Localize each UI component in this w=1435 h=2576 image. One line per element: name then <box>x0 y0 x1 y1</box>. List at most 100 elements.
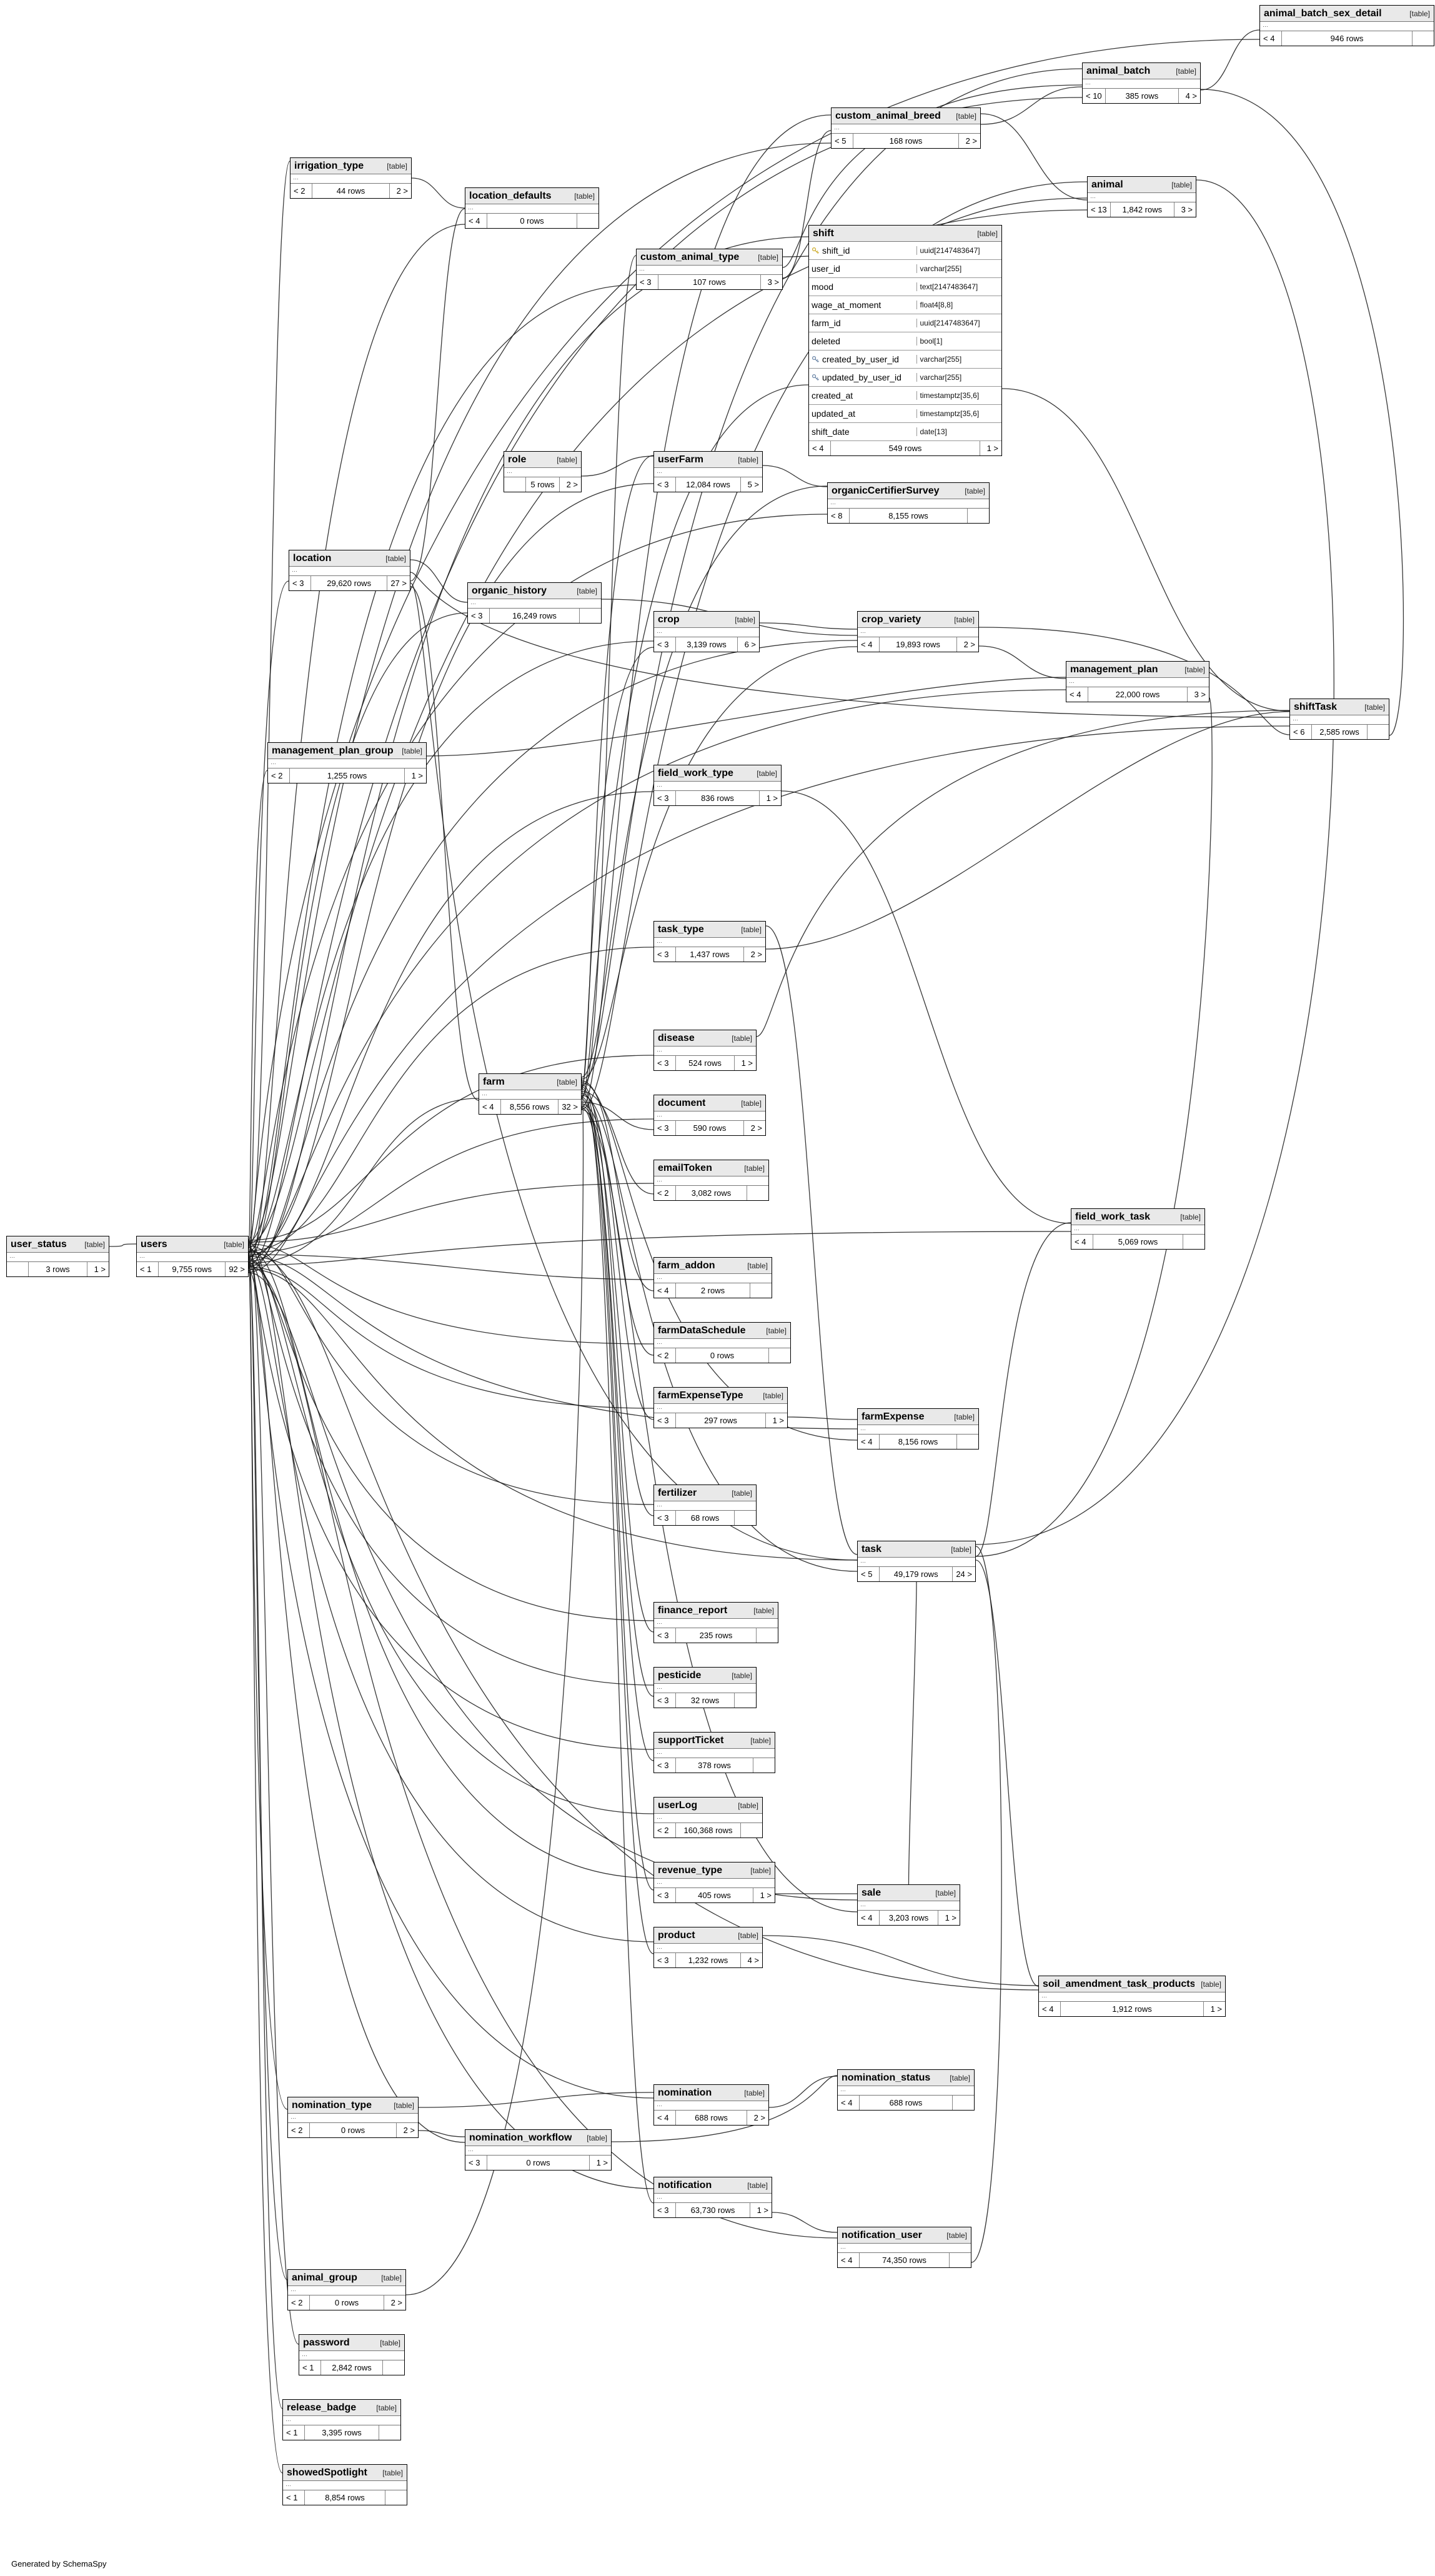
elided-columns: … <box>654 468 762 477</box>
relationship-edge-users-nomination_workflow <box>248 1263 465 2143</box>
relationship-edge-nomination_workflow-nomination_status <box>611 2075 838 2142</box>
relationship-edge-users-sale <box>248 1272 858 1901</box>
relationship-edge-task-soil_amendment_task_products <box>975 1559 1039 1987</box>
relationship-edge-users-disease <box>248 1055 654 1241</box>
fk-count: < 3 <box>654 947 676 962</box>
row-count: 688 rows <box>695 2113 728 2122</box>
fk-count: < 1 <box>283 2425 305 2440</box>
table-type-badge: [table] <box>732 1671 752 1680</box>
relationship-edge-task_type-task <box>765 925 858 1555</box>
column-name: updated_by_user_id <box>809 372 916 382</box>
table-name: user_status <box>11 1239 67 1250</box>
relationship-edge-task_type-shiftTask <box>765 711 1290 950</box>
column-name-text: created_by_user_id <box>822 354 899 364</box>
relationship-edge-users-field_work_task <box>248 1231 1071 1266</box>
row-count: 19,893 rows <box>896 640 940 649</box>
row-count: 946 rows <box>1330 34 1364 43</box>
relationship-edge-animal-task <box>975 179 1334 1545</box>
relationship-edge-farm-organicCertifierSurvey <box>581 485 828 1078</box>
table-header-emailToken: emailToken[table] <box>654 1160 768 1176</box>
relationship-edge-farmExpenseType-farmExpense <box>787 1416 858 1420</box>
relationship-edge-farm-revenue_type <box>581 1086 654 1891</box>
row-count: 160,368 rows <box>683 1826 733 1835</box>
child-count: 5 > <box>740 477 762 492</box>
column-name-text: farm_id <box>812 318 841 328</box>
table-name: farmExpense <box>861 1411 925 1422</box>
table-header-release_badge: release_badge[table] <box>283 2400 400 2416</box>
table-name: crop <box>658 614 680 625</box>
table-header-animal_group: animal_group[table] <box>288 2270 405 2286</box>
table-header-custom_animal_breed: custom_animal_breed[table] <box>832 108 980 124</box>
child-count: 1 > <box>750 2203 772 2217</box>
foreign-key-icon <box>812 356 820 364</box>
table-name: irrigation_type <box>294 161 364 171</box>
table-type-badge: [table] <box>1171 181 1192 189</box>
fk-count: < 3 <box>637 275 658 289</box>
table-name: location <box>293 553 332 564</box>
child-count <box>753 1758 775 1773</box>
elided-columns: … <box>654 1404 787 1413</box>
table-header-field_work_type: field_work_type[table] <box>654 765 781 782</box>
elided-columns: … <box>654 1111 765 1121</box>
table-header-password: password[table] <box>299 2335 404 2351</box>
table-name: animal_batch_sex_detail <box>1264 8 1382 19</box>
